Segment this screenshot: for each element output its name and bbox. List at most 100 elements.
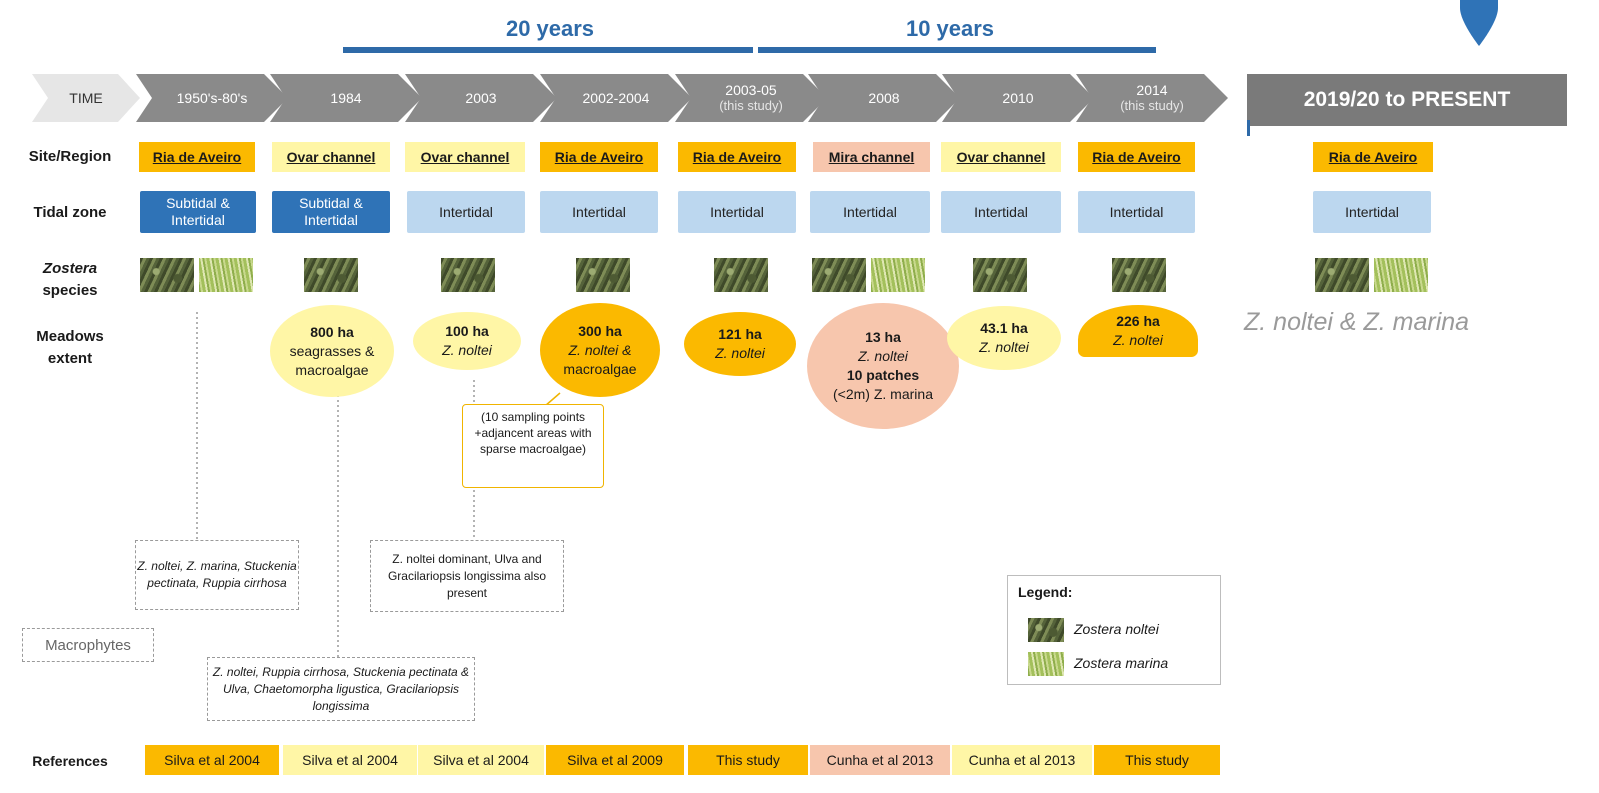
tidal-2002: Intertidal <box>540 191 658 233</box>
timeline-arrow-label: 1950's-80's <box>176 90 248 106</box>
noltei-thumb-2003 <box>441 258 495 292</box>
timeline-arrow-label: 2010 <box>1002 90 1034 106</box>
noltei-thumb-2008 <box>812 258 866 292</box>
meadow-1984-l3: macroalgae <box>295 361 369 378</box>
row-label-meadows-line2: extent <box>47 350 93 367</box>
row-label-meadows-line1: Meadows <box>36 328 104 345</box>
legend: Legend: Zostera noltei Zostera marina <box>1007 575 1221 685</box>
present-banner: 2019/20 to PRESENT <box>1247 74 1567 126</box>
noltei-thumb-2014 <box>1112 258 1166 292</box>
timeline-arrow-1: 1950's-80's <box>136 74 288 122</box>
meadow-2008-l4: (<2m) Z. marina <box>833 386 933 402</box>
tidal-1950-l1: Subtidal & <box>166 195 230 211</box>
timeline-arrow-label: 2008 <box>868 90 900 106</box>
ref-2008: Cunha et al 2013 <box>810 745 950 775</box>
site-1950: Ria de Aveiro <box>139 142 255 172</box>
marina-thumb-2008 <box>871 258 925 292</box>
row-label-tidal: Tidal zone <box>33 204 107 221</box>
ref-2003: Silva et al 2004 <box>418 745 544 775</box>
site-2003: Ovar channel <box>405 142 525 172</box>
present-label: 2019/20 to PRESENT <box>1303 88 1511 111</box>
tidal-1984-l1: Subtidal & <box>299 195 363 211</box>
tidal-2010: Intertidal <box>941 191 1061 233</box>
site-present: Ria de Aveiro <box>1313 142 1433 172</box>
timeline-arrow-label: 2002-2004 <box>582 90 650 106</box>
tidal-present: Intertidal <box>1313 191 1431 233</box>
meadow-2005-species: Z. noltei <box>715 345 765 361</box>
meadow-2002-l3: macroalgae <box>563 360 637 377</box>
row-label-species: Zostera species <box>10 258 130 302</box>
meadow-2003-species: Z. noltei <box>442 342 492 358</box>
meadow-2002-area: 300 ha <box>578 322 622 339</box>
site-1984: Ovar channel <box>272 142 390 172</box>
meadow-2014-area: 226 ha <box>1116 313 1160 329</box>
meadow-2010-area: 43.1 ha <box>980 320 1028 336</box>
legend-marina-label: Zostera marina <box>1074 655 1169 671</box>
timeline-arrow-2: 1984 <box>270 74 422 122</box>
meadow-1984-l2: seagrasses & <box>289 342 375 359</box>
legend-marina-swatch <box>1028 652 1064 676</box>
meadow-2005-area: 121 ha <box>718 326 762 342</box>
site-2005: Ria de Aveiro <box>678 142 796 172</box>
ref-1984: Silva et al 2004 <box>283 745 417 775</box>
present-tick <box>1247 120 1250 136</box>
row-label-site: Site/Region <box>28 148 112 165</box>
marina-thumb-present <box>1374 258 1428 292</box>
row-label-references: References <box>32 753 108 769</box>
ref-2010: Cunha et al 2013 <box>952 745 1092 775</box>
meadow-2008: 13 ha Z. noltei 10 patches (<2m) Z. mari… <box>807 303 959 429</box>
meadow-2010-species: Z. noltei <box>979 339 1029 355</box>
meadow-2008-area: 13 ha <box>865 329 901 345</box>
ref-1950: Silva et al 2004 <box>145 745 279 775</box>
timeline-arrow-label: 2003-05 <box>725 82 777 98</box>
meadow-2008-species: Z. noltei <box>858 348 908 364</box>
timeline-arrow-6: 2008 <box>808 74 960 122</box>
species-note-1984: Z. noltei, Ruppia cirrhosa, Stuckenia pe… <box>207 657 475 721</box>
timeline-arrow-label: 1984 <box>330 90 362 106</box>
tidal-2005: Intertidal <box>678 191 796 233</box>
meadow-2005: 121 ha Z. noltei <box>684 312 796 376</box>
meadow-2002-species: Z. noltei & <box>568 341 632 358</box>
meadow-present: Z. noltei & Z. marina <box>1244 308 1470 336</box>
meadow-1984-area: 800 ha <box>310 323 354 340</box>
period-10-years-bar <box>758 47 1156 53</box>
meadow-2003-area: 100 ha <box>445 323 489 339</box>
row-label-species-line1: Zostera <box>42 260 98 277</box>
row-label-species-line2: species <box>42 282 98 299</box>
tidal-2003: Intertidal <box>407 191 525 233</box>
timeline-arrow-label: 2014 <box>1136 82 1168 98</box>
meadow-1984: 800 ha seagrasses & macroalgae <box>270 305 394 397</box>
tidal-1984: Subtidal &Intertidal <box>272 191 390 233</box>
period-20-years-bar <box>343 47 753 53</box>
legend-noltei-swatch <box>1028 618 1064 642</box>
noltei-thumb-present <box>1315 258 1369 292</box>
site-2010: Ovar channel <box>941 142 1061 172</box>
timeline-arrow-label: 2003 <box>465 90 497 106</box>
meadow-2003: 100 ha Z. noltei <box>413 312 521 370</box>
timeline-arrow-7: 2010 <box>942 74 1094 122</box>
time-label: TIME <box>69 90 103 106</box>
sampling-note: (10 sampling points +adjancent areas wit… <box>462 404 604 488</box>
row-label-meadows: Meadows extent <box>10 326 130 370</box>
noltei-thumb-2010 <box>973 258 1027 292</box>
site-2002: Ria de Aveiro <box>540 142 658 172</box>
noltei-thumb-2005 <box>714 258 768 292</box>
tidal-2008: Intertidal <box>810 191 930 233</box>
ref-2005: This study <box>688 745 808 775</box>
ref-2014: This study <box>1094 745 1220 775</box>
meadow-2010: 43.1 ha Z. noltei <box>947 306 1061 370</box>
site-2014: Ria de Aveiro <box>1078 142 1195 172</box>
meadow-2014-species: Z. noltei <box>1113 332 1163 348</box>
noltei-thumb-2002 <box>576 258 630 292</box>
meadow-2008-patches: 10 patches <box>846 367 920 383</box>
site-2008: Mira channel <box>813 142 930 172</box>
ref-2002: Silva et al 2009 <box>546 745 684 775</box>
marina-thumb-1950 <box>199 258 253 292</box>
period-10-years: 10 years <box>905 16 995 41</box>
species-note-2003: Z. noltei dominant, Ulva and Gracilariop… <box>370 540 564 612</box>
tidal-1950: Subtidal &Intertidal <box>140 191 256 233</box>
meadow-2014: 226 ha Z. noltei <box>1078 305 1198 357</box>
tidal-2014: Intertidal <box>1078 191 1195 233</box>
timeline-arrow-sublabel: (this study) <box>1120 98 1184 113</box>
